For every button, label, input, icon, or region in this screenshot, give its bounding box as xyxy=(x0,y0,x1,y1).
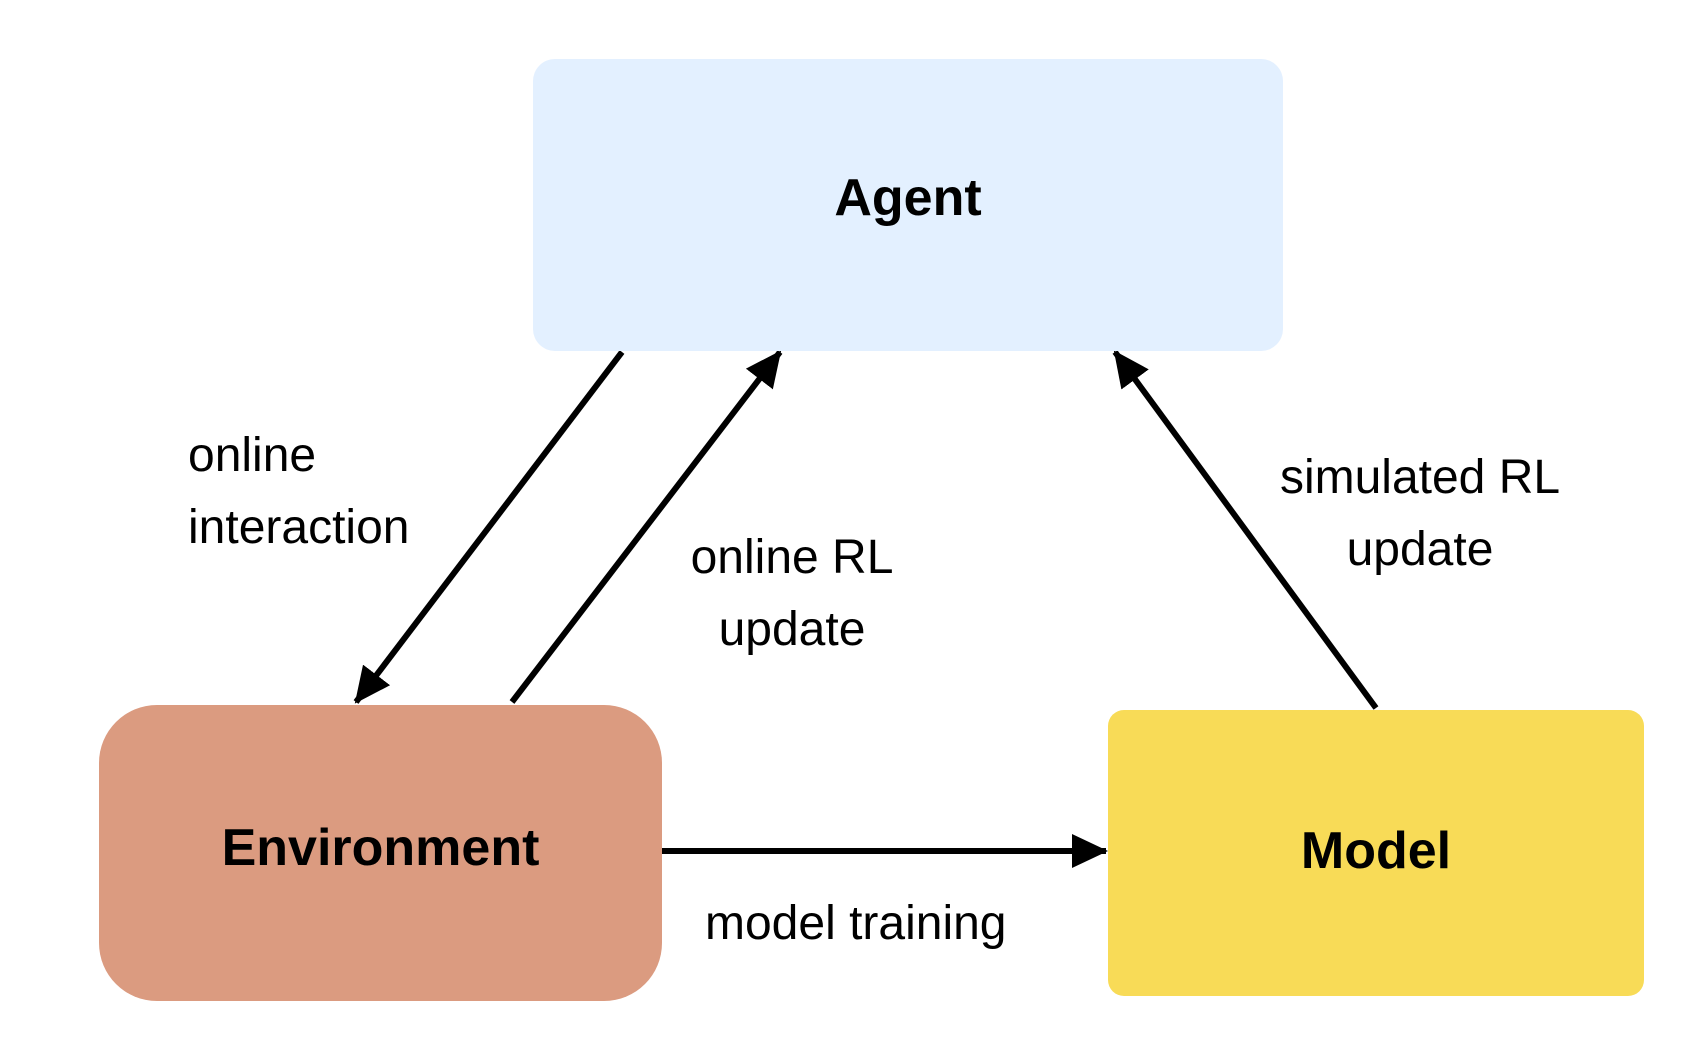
model-node: Model xyxy=(1108,710,1644,996)
environment-label: Environment xyxy=(221,819,540,877)
online-interaction-line-1: online xyxy=(188,429,317,482)
online-rl-update-line-1: online RL xyxy=(690,531,894,584)
online-interaction-line-2: interaction xyxy=(188,501,410,554)
model-training-line: model training xyxy=(705,897,1007,950)
simulated-rl-update-line-2: update xyxy=(1346,523,1494,576)
model-training-label: model training xyxy=(705,888,1007,960)
online-interaction-label: online interaction xyxy=(188,420,409,564)
arrow-environment-to-agent xyxy=(509,350,783,704)
arrow-agent-to-environment xyxy=(353,350,625,704)
online-rl-update-label: online RL update xyxy=(670,522,914,666)
agent-node: Agent xyxy=(533,59,1283,351)
arrow-model-to-agent xyxy=(1112,350,1379,710)
model-label: Model xyxy=(1300,822,1452,880)
online-rl-update-line-2: update xyxy=(718,603,866,656)
simulated-rl-update-line-1: simulated RL xyxy=(1279,451,1561,504)
environment-node: Environment xyxy=(99,705,662,1001)
agent-label: Agent xyxy=(834,169,982,227)
simulated-rl-update-label: simulated RL update xyxy=(1250,442,1590,586)
